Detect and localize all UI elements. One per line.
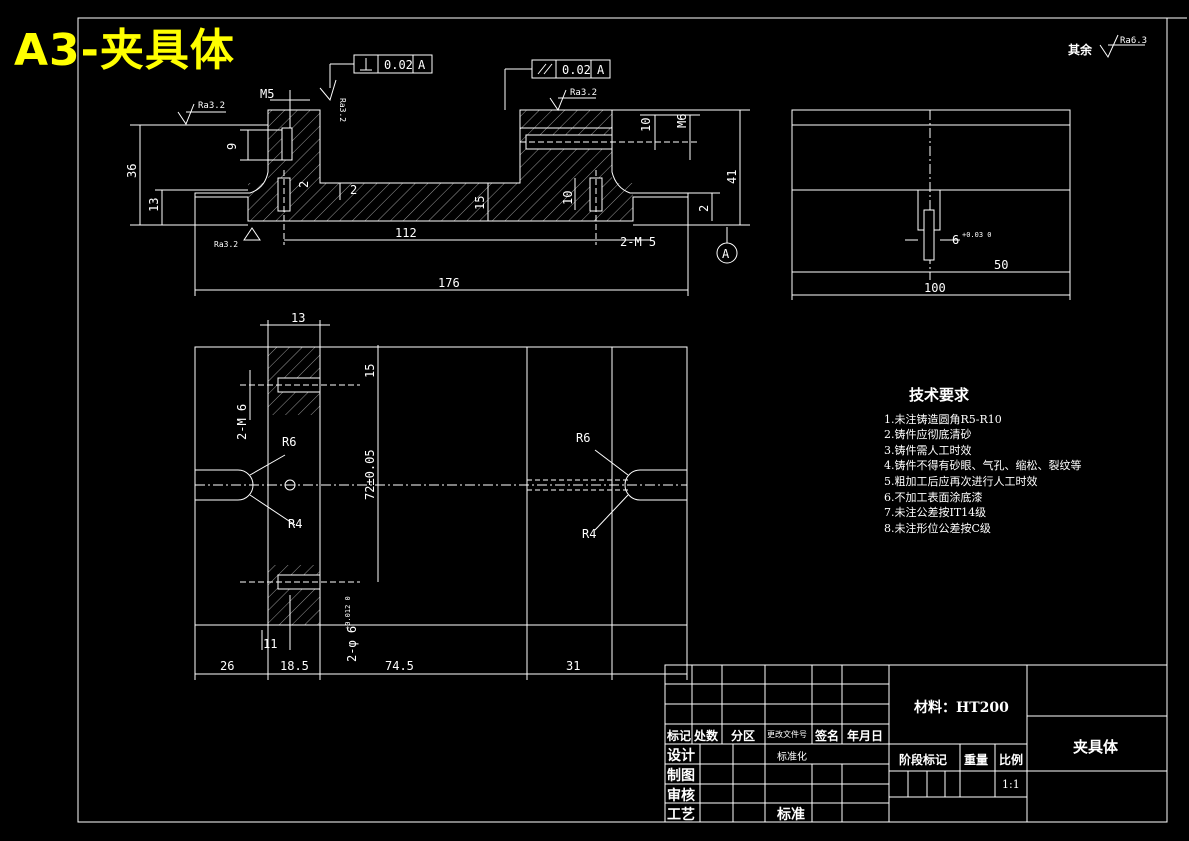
- para-value: 0.02: [562, 63, 591, 77]
- row-gongyi: 工艺: [667, 807, 695, 823]
- dim-26: 26: [220, 659, 234, 673]
- dim-41: 41: [725, 170, 739, 184]
- dim-r4-right: R4: [582, 527, 596, 541]
- dim-2m5: 2-M 5: [620, 235, 656, 249]
- tech-item: 4.铸件不得有砂眼、气孔、缩松、裂纹等: [884, 459, 1082, 473]
- tech-item: 5.粗加工后应再次进行人工时效: [884, 474, 1038, 488]
- row-zhitu: 制图: [667, 768, 695, 784]
- tech-item: 7.未注公差按IT14级: [884, 506, 987, 520]
- row-biaozhunhua: 标准化: [777, 752, 807, 763]
- tech-item: 6.不加工表面涂底漆: [884, 490, 983, 504]
- dim-10b: 10: [639, 118, 653, 132]
- dim-13-plan: 13: [291, 311, 305, 325]
- weight-label: 重量: [964, 753, 989, 767]
- scale-value: 1:1: [1002, 778, 1020, 791]
- row-biaozhun: 标准: [777, 807, 805, 823]
- drawing-frame: [77, 17, 1168, 823]
- col-gengai: 更改文件号: [767, 730, 807, 739]
- dim-11: 11: [263, 637, 277, 651]
- dim-100: 100: [924, 281, 946, 295]
- dim-slot-tol: +0.03 0: [962, 231, 992, 239]
- dim-13-front: 13: [147, 198, 161, 212]
- tech-requirements: 技术要求 1.未注铸造圆角R5-R10 2.铸件应彻底清砂 3.铸件需人工时效 …: [884, 386, 1082, 536]
- tech-item: 2.铸件应彻底清砂: [884, 428, 972, 442]
- col-qianming: 签名: [815, 729, 840, 743]
- dim-r6-right: R6: [576, 431, 590, 445]
- dim-slot: 6: [952, 233, 959, 247]
- col-chushu: 处数: [694, 729, 719, 743]
- tech-item: 8.未注形位公差按C级: [884, 521, 991, 535]
- dim-2m6: 2-M 6: [235, 404, 249, 440]
- dim-176: 176: [438, 276, 460, 290]
- row-shenhe: 审核: [667, 788, 695, 804]
- dim-m5: M5: [260, 87, 274, 101]
- perp-datum: A: [418, 58, 426, 72]
- col-nianyueri: 年月日: [847, 729, 884, 743]
- plan-view: [194, 320, 688, 680]
- stage-mark: 阶段标记: [899, 753, 948, 767]
- tech-item: 3.铸件需人工时效: [884, 443, 972, 457]
- para-datum: A: [597, 63, 605, 77]
- dim-74-5: 74.5: [385, 659, 414, 673]
- dim-r6-left: R6: [282, 435, 296, 449]
- material-label: 材料：HT200: [914, 700, 1009, 716]
- col-fenqu: 分区: [731, 729, 756, 743]
- roughness-top-right: Ra3.2: [570, 88, 597, 98]
- part-name: 夹具体: [1073, 738, 1119, 756]
- dim-72: 72±0.05: [363, 449, 377, 500]
- datum-label: A: [722, 247, 730, 261]
- dim-36: 36: [125, 164, 139, 178]
- drawing-title: A3-夹具体: [14, 25, 235, 76]
- tech-requirements-title: 技术要求: [909, 386, 970, 404]
- dim-18-5: 18.5: [280, 659, 309, 673]
- dim-pin-hole: 2-φ 6: [345, 626, 359, 662]
- title-block: [664, 664, 1168, 823]
- side-view: [791, 109, 1071, 300]
- dim-2c: 2: [697, 205, 711, 212]
- roughness-bottom: Ra3.2: [214, 240, 238, 249]
- roughness-general-label: 其余: [1068, 42, 1093, 57]
- perp-value: 0.02: [384, 58, 413, 72]
- roughness-general-value: Ra6.3: [1120, 36, 1147, 46]
- dim-50: 50: [994, 258, 1008, 272]
- dim-m6: M6: [675, 114, 689, 128]
- dim-10a: 10: [561, 191, 575, 205]
- row-sheji: 设计: [667, 748, 695, 764]
- roughness-side: Ra3.2: [338, 98, 347, 122]
- tech-item: 1.未注铸造圆角R5-R10: [884, 412, 1002, 426]
- col-biaoji: 标记: [667, 729, 692, 743]
- dim-r4-left: R4: [288, 517, 302, 531]
- dim-2b: 2: [350, 183, 357, 197]
- dim-9: 9: [225, 143, 239, 150]
- front-view: [130, 54, 750, 296]
- dim-pin-tol: +0.012 0: [344, 596, 352, 630]
- dim-31: 31: [566, 659, 580, 673]
- scale-label: 比例: [999, 753, 1024, 767]
- dim-15-front: 15: [473, 196, 487, 210]
- roughness-general-icon: [1099, 34, 1145, 59]
- dim-2a: 2: [297, 181, 311, 188]
- roughness-top-left: Ra3.2: [198, 101, 225, 111]
- dim-15-plan: 15: [363, 364, 377, 378]
- dim-112: 112: [395, 226, 417, 240]
